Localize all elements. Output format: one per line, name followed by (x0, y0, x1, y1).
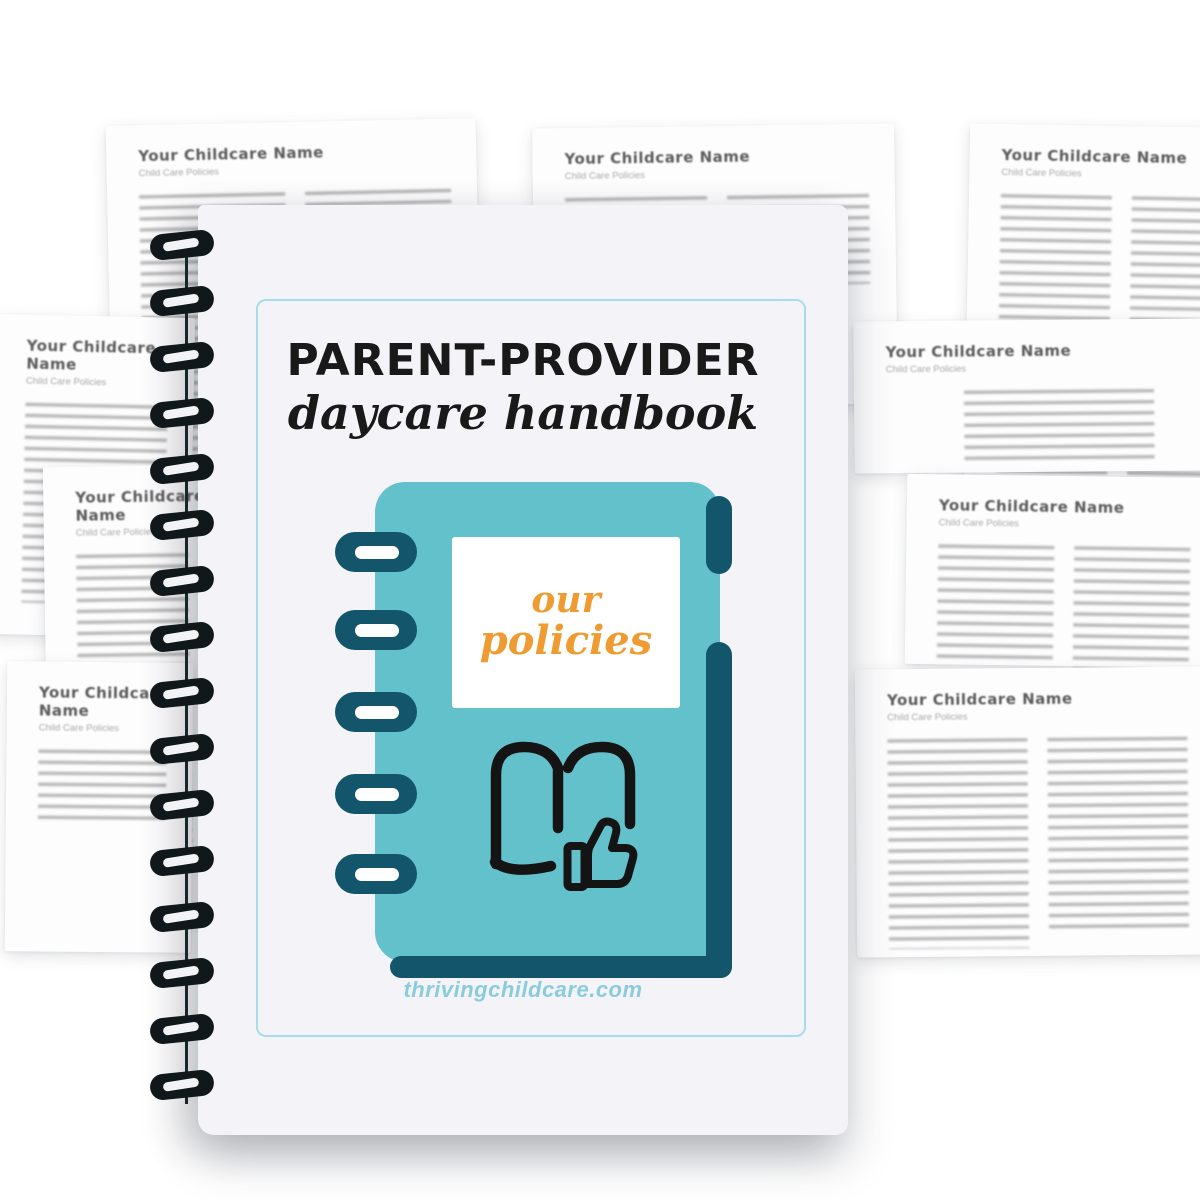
page-title: Your Childcare Name (1001, 145, 1188, 168)
page-header: Your Childcare Name Child Care Policies (853, 318, 1200, 376)
spiral-coil (149, 565, 215, 598)
notebook-rings-icon (335, 532, 417, 894)
background-page: Your Childcare Name Child Care Policies (853, 318, 1200, 474)
spiral-coil (149, 621, 215, 654)
spiral-coil (149, 901, 215, 934)
spine-accent-bottom (390, 956, 732, 978)
page-body (854, 372, 1200, 463)
background-page: Your Childcare Name Child Care Policies (904, 473, 1200, 678)
page-header: Your Childcare Name Child Care Policies (969, 123, 1200, 182)
thumbs-up-icon (563, 817, 638, 891)
page-header: Your Childcare Name Child Care Policies (907, 474, 1200, 532)
notebook-label: our policies (452, 537, 680, 708)
page-header: Your Childcare Name Child Care Policies (855, 666, 1200, 724)
spiral-coil (149, 1013, 215, 1046)
spiral-coil (149, 509, 215, 542)
spiral-coil (149, 957, 215, 990)
blurred-text-block (963, 388, 1155, 463)
spiral-coil (149, 453, 215, 486)
page-title: Your Childcare Name (564, 147, 751, 169)
cover-border (256, 299, 806, 1037)
spiral-coil (149, 397, 215, 430)
spiral-coil (149, 845, 215, 878)
spine-accent-right (706, 642, 732, 978)
label-line2: policies (479, 616, 653, 664)
page-title: Your Childcare Name (938, 496, 1125, 517)
website-url: thrivingchildcare.com (403, 977, 643, 1002)
spiral-coil (149, 229, 215, 262)
page-body (855, 720, 1200, 950)
page-header: Your Childcare Name Child Care Policies (532, 123, 895, 183)
background-page: Your Childcare Name Child Care Policies (854, 666, 1200, 958)
notebook-illustration: our policies (333, 480, 743, 990)
open-book-icon (489, 741, 636, 875)
blurred-text-block (1072, 546, 1191, 678)
blurred-text-block (1047, 736, 1190, 933)
blurred-text-block (936, 544, 1055, 666)
spiral-coil (149, 341, 215, 374)
label-line1: our (531, 578, 601, 621)
blurred-text-block (887, 738, 1030, 950)
page-body (905, 528, 1200, 678)
page-title: Your Childcare Name (885, 341, 1072, 362)
spiral-coil (149, 1069, 215, 1102)
spiral-wire (185, 236, 188, 1104)
spiral-coil (149, 285, 215, 318)
page-title: Your Childcare Name (886, 689, 1073, 710)
spiral-coil (149, 789, 215, 822)
cover-subtitle: daycare handbook (287, 386, 759, 440)
label-plate (452, 537, 680, 708)
cover-title: PARENT-PROVIDER (286, 335, 760, 386)
spiral-binding-icon (150, 232, 214, 1098)
handbook-cover: PARENT-PROVIDER daycare handbook (198, 205, 848, 1135)
spine-accent-top (706, 496, 732, 574)
notebook-illustration-svg (335, 482, 732, 978)
spiral-coil (149, 677, 215, 710)
blurred-text-block (37, 749, 167, 821)
page-header: Your Childcare Name Child Care Policies (106, 118, 477, 180)
spiral-coil (149, 733, 215, 766)
